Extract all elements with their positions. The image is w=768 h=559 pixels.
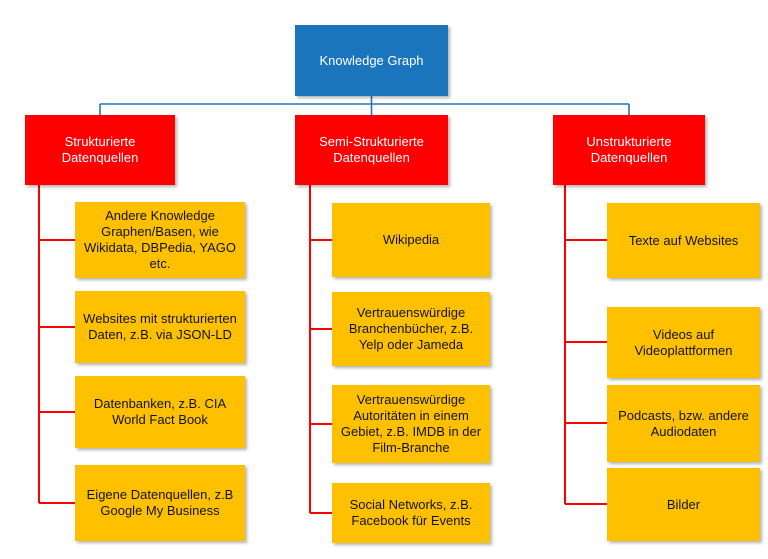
leaf-node-datenbanken: Datenbanken, z.B. CIA World Fact Book — [75, 376, 245, 448]
branch-node-semi-strukturierte-datenquellen: Semi-Strukturierte Datenquellen — [295, 115, 448, 185]
leaf-label: Datenbanken, z.B. CIA World Fact Book — [93, 396, 227, 427]
leaf-node-videos: Videos auf Videoplattformen — [607, 307, 760, 378]
leaf-node-branchenbuecher: Vertrauenswürdige Branchenbücher, z.B. Y… — [332, 292, 490, 366]
leaf-label: Videos auf Videoplattformen — [634, 326, 733, 358]
leaf-label: Texte auf Websites — [628, 232, 739, 248]
branch-label: Semi-Strukturierte Datenquellen — [319, 134, 424, 165]
leaf-node-wikipedia: Wikipedia — [332, 203, 490, 277]
branch-label: Unstrukturierte Datenquellen — [586, 134, 672, 165]
leaf-label: Social Networks, z.B. Facebook für Event… — [349, 497, 473, 528]
root-node-knowledge-graph: Knowledge Graph — [295, 25, 448, 96]
leaf-node-podcasts: Podcasts, bzw. andere Audiodaten — [607, 385, 760, 462]
leaf-node-eigene-datenquellen: Eigene Datenquellen, z.B Google My Busin… — [75, 465, 245, 541]
leaf-label: Eigene Datenquellen, z.B Google My Busin… — [86, 487, 234, 518]
leaf-label: Vertrauenswürdige Autoritäten in einem G… — [340, 392, 482, 455]
leaf-node-texte-auf-websites: Texte auf Websites — [607, 203, 760, 278]
leaf-node-websites-strukturierte-daten: Websites mit strukturierten Daten, z.B. … — [75, 291, 245, 363]
leaf-label: Vertrauenswürdige Branchenbücher, z.B. Y… — [348, 305, 474, 352]
leaf-label: Websites mit strukturierten Daten, z.B. … — [83, 311, 237, 342]
leaf-label: Bilder — [666, 496, 701, 512]
leaf-label: Podcasts, bzw. andere Audiodaten — [618, 407, 749, 439]
branch-node-unstrukturierte-datenquellen: Unstrukturierte Datenquellen — [553, 115, 705, 185]
leaf-node-andere-knowledge-graphen: Andere Knowledge Graphen/Basen, wie Wiki… — [75, 202, 245, 278]
leaf-label: Andere Knowledge Graphen/Basen, wie Wiki… — [84, 208, 236, 271]
leaf-node-bilder: Bilder — [607, 468, 760, 541]
leaf-label: Wikipedia — [382, 232, 440, 248]
leaf-node-social-networks: Social Networks, z.B. Facebook für Event… — [332, 483, 490, 543]
branch-node-strukturierte-datenquellen: Strukturierte Datenquellen — [25, 115, 175, 185]
branch-label: Strukturierte Datenquellen — [61, 134, 139, 165]
leaf-node-autoritaeten: Vertrauenswürdige Autoritäten in einem G… — [332, 385, 490, 463]
root-node-label: Knowledge Graph — [319, 52, 424, 68]
